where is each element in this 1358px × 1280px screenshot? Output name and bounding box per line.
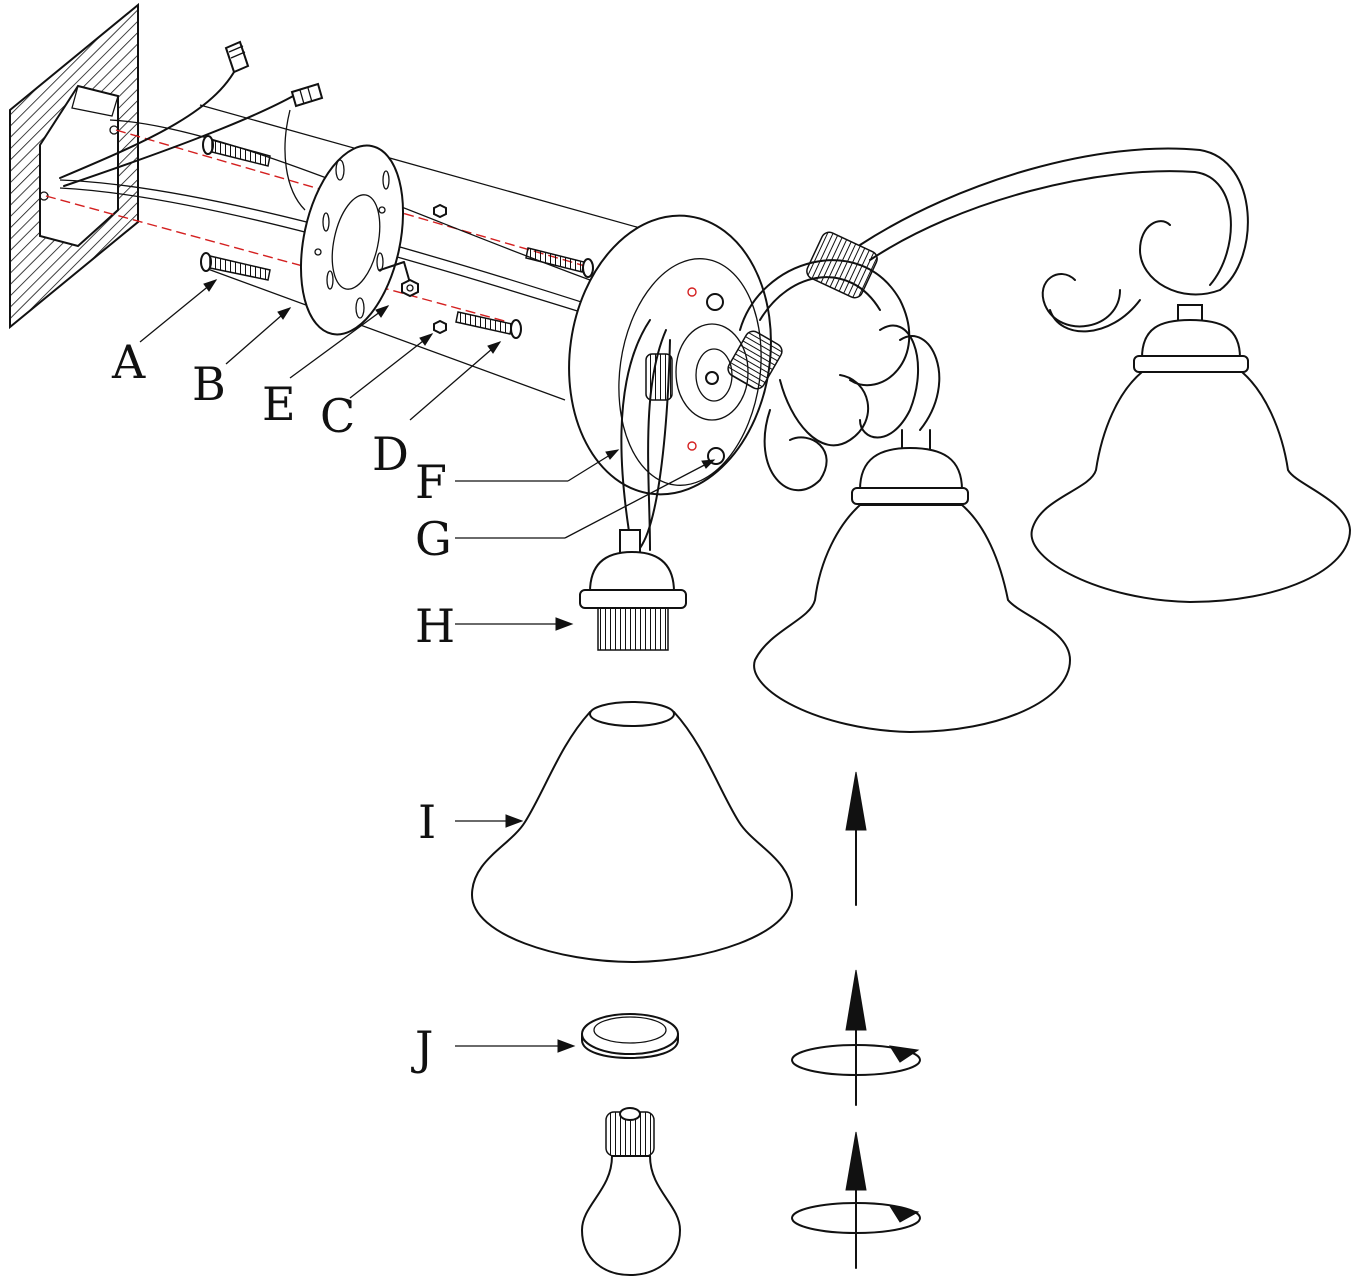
screw-d-upper xyxy=(525,247,594,278)
mounting-plate xyxy=(299,144,413,336)
label-g: G xyxy=(415,512,452,566)
shade-assembled-1 xyxy=(753,429,1072,734)
decorative-arms xyxy=(620,147,1249,551)
label-e: E xyxy=(262,377,296,431)
screw-a-lower xyxy=(200,252,271,281)
rotate-arrow-icon xyxy=(791,969,921,1106)
wire-connector-1 xyxy=(224,40,250,74)
coil-wraps xyxy=(645,231,878,401)
label-b: B xyxy=(192,357,226,411)
shade-assembled-2 xyxy=(1030,304,1352,604)
nut-e xyxy=(401,278,419,298)
label-d: D xyxy=(372,427,409,481)
shade-ring xyxy=(581,1013,679,1059)
screw-a-upper xyxy=(202,135,271,167)
arrow-up-icon xyxy=(845,771,867,906)
part-labels: A B E C D F G H I J xyxy=(111,335,455,1075)
light-bulb xyxy=(580,1107,682,1277)
label-i: I xyxy=(418,795,436,849)
lamp-holder xyxy=(579,529,687,651)
label-f: F xyxy=(415,455,447,509)
rotate-arrow-icon xyxy=(791,1131,921,1269)
label-c: C xyxy=(320,389,355,443)
wall xyxy=(9,2,139,330)
label-a: A xyxy=(111,335,146,389)
label-h: H xyxy=(415,599,455,653)
leader-lines xyxy=(139,279,716,1053)
wire-connector-2 xyxy=(290,82,324,108)
nut-c xyxy=(433,319,447,335)
glass-shade xyxy=(470,701,794,964)
nut-upper xyxy=(433,203,447,219)
supply-wires xyxy=(59,40,324,211)
screw-d-lower xyxy=(455,311,522,339)
label-j: J xyxy=(411,1021,433,1075)
cap-nut-upper xyxy=(706,293,724,311)
